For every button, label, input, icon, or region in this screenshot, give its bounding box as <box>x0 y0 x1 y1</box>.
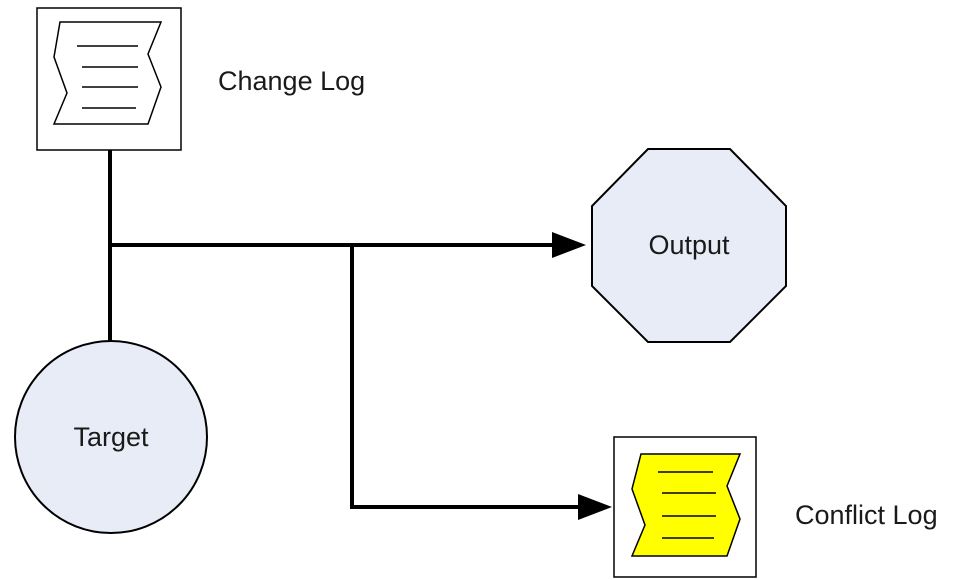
target-label: Target <box>73 422 149 452</box>
conflict-log-node[interactable]: Conflict Log <box>613 436 938 578</box>
target-circle <box>14 340 208 534</box>
conflict-log-label: Conflict Log <box>795 500 938 530</box>
output-octagon <box>591 148 787 343</box>
change-log-node[interactable]: Change Log <box>36 7 365 151</box>
document-icon <box>630 453 742 557</box>
output-label: Output <box>648 230 730 260</box>
document-icon <box>52 21 163 125</box>
output-node[interactable]: Output <box>591 148 787 343</box>
connector-to-conflict-log <box>350 245 578 509</box>
target-node[interactable]: Target <box>14 340 208 534</box>
arrowhead-conflict-log <box>578 494 612 520</box>
change-log-label: Change Log <box>218 66 365 96</box>
connectors <box>108 150 612 520</box>
arrowhead-output <box>552 232 586 258</box>
